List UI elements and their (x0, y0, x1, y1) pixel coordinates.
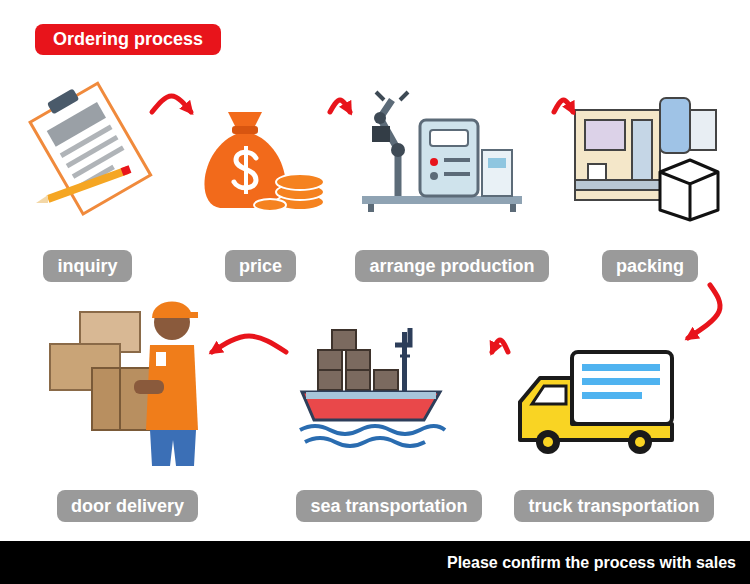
flow-arrow (330, 100, 350, 112)
step-node: arrange production (352, 85, 552, 282)
step-node: sea transportation (288, 320, 490, 522)
step-label: inquiry (43, 250, 131, 282)
step-label: packing (602, 250, 698, 282)
truck-icon (520, 352, 672, 454)
flow-arrow (212, 336, 286, 352)
step-label: sea transportation (296, 490, 481, 522)
title-pill: Ordering process (35, 24, 221, 55)
packing-machine-icon (575, 98, 718, 220)
flow-arrow (688, 285, 720, 338)
step-node: inquiry (25, 85, 150, 282)
pencil-icon (36, 169, 130, 203)
step-label: door delivery (57, 490, 198, 522)
ship-icon (300, 328, 445, 446)
production-machine-icon (362, 92, 522, 212)
step-label: price (225, 250, 296, 282)
flow-arrow (492, 340, 508, 352)
courier-icon (50, 302, 198, 467)
step-node: door delivery (45, 295, 210, 522)
step-label: arrange production (355, 250, 548, 282)
clipboard-icon (26, 76, 151, 214)
step-node: packing (575, 85, 725, 282)
caption-bar: Please confirm the process with sales (0, 541, 750, 584)
money-bag-icon (204, 112, 324, 211)
step-node: price (193, 85, 328, 282)
step-label: truck transportation (514, 490, 713, 522)
step-node: truck transportation (510, 340, 718, 522)
flow-arrow (152, 96, 191, 112)
flow-arrow (554, 100, 573, 112)
